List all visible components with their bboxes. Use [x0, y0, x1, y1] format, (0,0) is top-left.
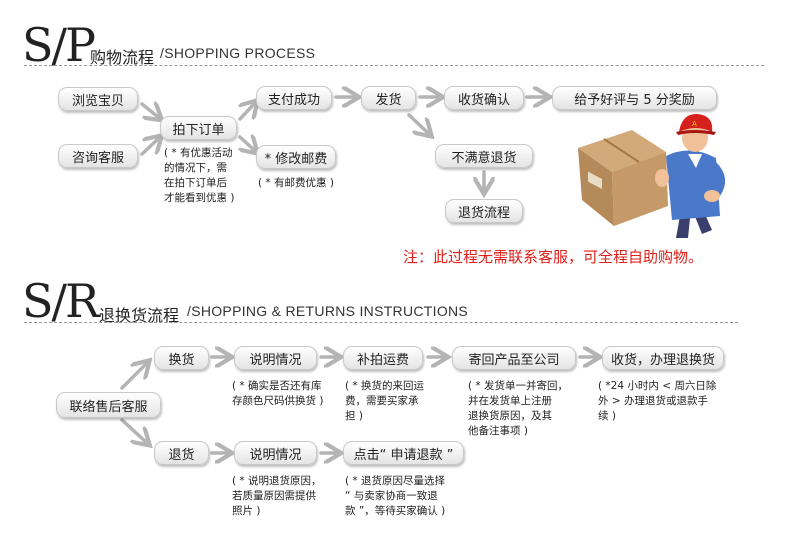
section2-code: S/R — [22, 274, 100, 328]
step-payment-success: 支付成功 — [256, 86, 332, 110]
step-return-process: 退货流程 — [445, 199, 523, 223]
step-unsatisfied-return: 不满意退货 — [435, 144, 533, 168]
section1-divider — [24, 65, 764, 66]
step-explain-exchange: 说明情况 — [234, 346, 317, 370]
arrow-order-pay — [240, 104, 254, 121]
delivery-person-carrying-box-icon: A — [578, 113, 726, 238]
self-service-notice: 注：此过程无需联系客服，可全程自助购物。 — [403, 248, 704, 266]
section2-title-cn: 退换货流程 — [99, 306, 180, 325]
step-consult: 咨询客服 — [58, 144, 138, 168]
step-contact-aftersales: 联络售后客服 — [56, 392, 161, 418]
step-confirm-receipt: 收货确认 — [444, 86, 524, 110]
step-good-review: 给予好评与 5 分奖励 — [552, 86, 717, 110]
arrow-ship-unsatisfied — [407, 113, 428, 133]
section1-title-en: /SHOPPING PROCESS — [160, 45, 316, 61]
section1-title-cn: 购物流程 — [90, 48, 155, 67]
note-24h-handle: ( *24 小时内 < 周六日除 外 > 办理退货或退款手 续 ) — [598, 380, 717, 422]
svg-text:A: A — [692, 120, 697, 128]
step-ship: 发货 — [361, 86, 416, 110]
note-mail-back: ( * 发货单一并寄回， 并在发货单上注册 退换货原因，及其 他备注事项 ) — [468, 380, 569, 437]
step-mail-back: 寄回产品至公司 — [452, 346, 576, 370]
step-exchange: 换货 — [154, 346, 209, 370]
step-refund: 退货 — [154, 441, 209, 465]
step-repay-shipping: 补拍运费 — [343, 346, 423, 370]
arrow-contact-exchange — [120, 364, 146, 390]
note-order-discount: ( * 有优惠活动 的情况下，需 在拍下订单后 才能看到优惠 ) — [164, 147, 235, 204]
arrow-browse-order — [140, 104, 158, 117]
arrow-contact-refund — [120, 418, 146, 442]
step-browse: 浏览宝贝 — [58, 87, 138, 111]
section2-divider — [24, 322, 738, 323]
step-modify-postage: * 修改邮费 — [256, 145, 336, 169]
step-receive-handle: 收货，办理退换货 — [602, 346, 724, 370]
note-postage-discount: ( * 有邮费优惠 ) — [258, 177, 334, 189]
note-refund-negotiation: ( * 退货原因尽量选择 “ 与卖家协商一致退 款 ”，等待买家确认 ) — [345, 475, 446, 517]
section2-title-en: /SHOPPING & RETURNS INSTRUCTIONS — [187, 303, 469, 319]
step-explain-refund: 说明情况 — [234, 441, 317, 465]
arrow-order-post — [240, 137, 254, 150]
note-refund-reason: ( * 说明退货原因， 若质量原因需提供 照片 ) — [232, 475, 322, 517]
step-apply-refund: 点击“ 申请退款 ” — [343, 441, 464, 465]
section1-code: S/P — [22, 18, 96, 72]
arrow-consult-order — [140, 139, 158, 156]
step-place-order: 拍下订单 — [160, 116, 237, 140]
note-check-stock: ( * 确实是否还有库 存颜色尺码供换货 ) — [232, 380, 324, 407]
note-exchange-shipping: ( * 换货的来回运 费，需要买家承 担 ) — [345, 380, 425, 422]
